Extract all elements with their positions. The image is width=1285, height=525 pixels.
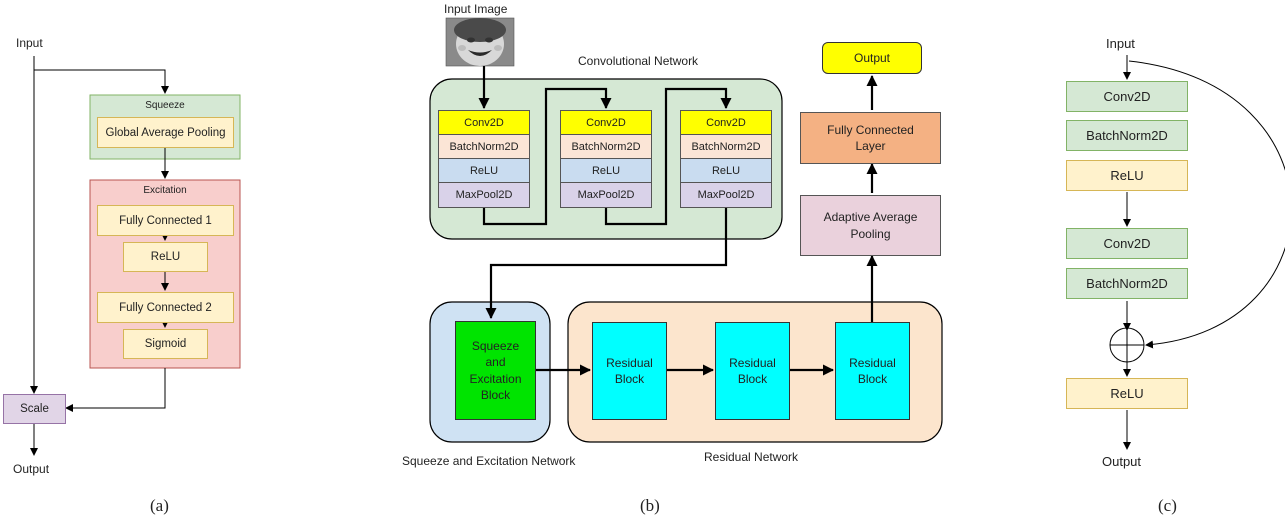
squeeze-title: Squeeze	[145, 100, 185, 111]
relu-box-3: ReLU	[680, 159, 772, 183]
batchnorm2d-box-c2: BatchNorm2D	[1066, 268, 1188, 299]
maxpool2d-box-2: MaxPool2D	[560, 183, 652, 208]
panel-c-input-label: Input	[1106, 36, 1135, 51]
residual-block-2: Residual Block	[715, 322, 790, 420]
input-face-image	[445, 17, 515, 67]
conv-network-label: Convolutional Network	[578, 54, 699, 68]
relu-box-c1: ReLU	[1066, 160, 1188, 191]
fully-connected-2-box: Fully Connected 2	[97, 292, 234, 323]
conv2d-box-c2: Conv2D	[1066, 228, 1188, 259]
panel-a-connectors	[30, 56, 169, 456]
residual-block-1: Residual Block	[592, 322, 667, 420]
panel-a-input-label: Input	[16, 36, 43, 50]
scale-box: Scale	[3, 394, 66, 424]
caption-a: (a)	[150, 496, 169, 515]
se-block: Squeeze and Excitation Block	[455, 321, 536, 420]
relu-box: ReLU	[123, 242, 208, 272]
panel-c-output-label: Output	[1102, 454, 1142, 469]
batchnorm2d-box-2: BatchNorm2D	[560, 135, 652, 159]
conv2d-box-2: Conv2D	[560, 110, 652, 135]
excitation-title: Excitation	[143, 185, 187, 196]
batchnorm2d-box-c1: BatchNorm2D	[1066, 120, 1188, 151]
relu-box-2: ReLU	[560, 159, 652, 183]
conv2d-box-3: Conv2D	[680, 110, 772, 135]
caption-c: (c)	[1158, 496, 1177, 515]
panel-a-output-label: Output	[13, 462, 50, 476]
adaptive-average-pooling-box: Adaptive Average Pooling	[800, 195, 941, 256]
relu-box-c2: ReLU	[1066, 378, 1188, 409]
residual-network-label: Residual Network	[704, 450, 799, 464]
sigmoid-box: Sigmoid	[123, 329, 208, 359]
input-image-label: Input Image	[444, 2, 508, 16]
se-network-label: Squeeze and Excitation Network	[402, 454, 576, 468]
caption-b: (b)	[640, 496, 660, 515]
residual-block-3: Residual Block	[835, 322, 910, 420]
add-operator-symbol	[1109, 327, 1145, 363]
maxpool2d-box-3: MaxPool2D	[680, 183, 772, 208]
panel-b-connectors	[478, 66, 878, 376]
relu-box-1: ReLU	[438, 159, 530, 183]
fully-connected-1-box: Fully Connected 1	[97, 205, 234, 236]
global-average-pooling-box: Global Average Pooling	[97, 117, 234, 148]
batchnorm2d-box-3: BatchNorm2D	[680, 135, 772, 159]
conv2d-box-1: Conv2D	[438, 110, 530, 135]
batchnorm2d-box-1: BatchNorm2D	[438, 135, 530, 159]
conv2d-box-c1: Conv2D	[1066, 81, 1188, 112]
maxpool2d-box-1: MaxPool2D	[438, 183, 530, 208]
fully-connected-layer-box: Fully Connected Layer	[800, 112, 941, 164]
output-box: Output	[822, 42, 922, 74]
